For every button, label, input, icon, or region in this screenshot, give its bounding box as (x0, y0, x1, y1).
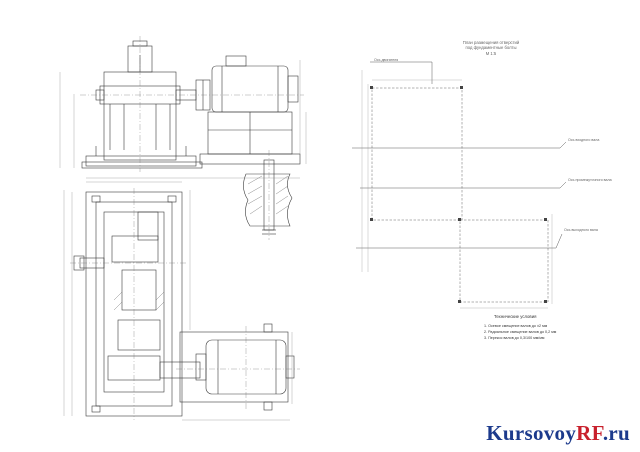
dimension-lines (59, 60, 307, 421)
site-watermark: KursovoyRF.ru (486, 421, 630, 446)
tech-conditions-heading: Технические условия (494, 314, 537, 319)
plan-title: План размещения отверстий под фундаментн… (416, 40, 566, 56)
centerlines (70, 36, 304, 420)
watermark-part-3: .ru (602, 421, 630, 445)
watermark-part-2: RF (576, 421, 603, 445)
tech-condition-3: 3. Перекос валов до 0,3/100 мм/мм (484, 336, 545, 340)
motor-front-view (199, 55, 301, 165)
leader-intermediate-shaft: Ось промежуточного вала (568, 178, 612, 182)
tech-condition-2: 2. Радиальное смещение валов до 0,2 мм (484, 330, 557, 334)
plan-title-scale: М 1:5 (485, 50, 497, 56)
gearbox-top-view (73, 191, 201, 417)
foundation-hole-plan (352, 61, 567, 309)
leader-output-shaft: Ось выходного вала (564, 228, 598, 232)
plan-title-line-2: под фундаментные болты (465, 45, 517, 51)
gearbox-front-view (81, 40, 211, 169)
anchor-bolt-section (243, 159, 293, 235)
leader-motor-axis: Ось двигателя (374, 58, 399, 62)
tech-condition-1: 1. Осевое смещение валов до ±2 мм (484, 324, 548, 328)
plan-title-line-1: План размещения отверстий (462, 40, 520, 45)
section-hatching (113, 175, 289, 311)
leader-input-shaft: Ось входного вала (568, 138, 600, 142)
motor-top-view (179, 323, 295, 411)
watermark-part-1: Kursovoy (486, 421, 577, 445)
